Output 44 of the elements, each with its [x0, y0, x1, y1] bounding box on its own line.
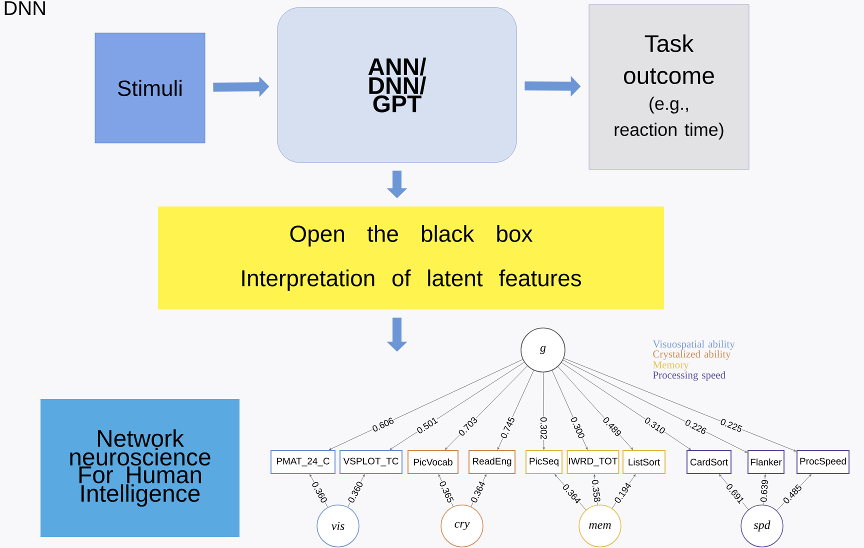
indicator-box: IWRD_TOT — [566, 450, 620, 474]
edge-label: 0.364 — [470, 480, 486, 504]
edge-label: 0.225 — [719, 418, 744, 434]
title-box: Network neuroscience For Human Intelligence — [40, 399, 240, 537]
arrow — [561, 362, 691, 450]
indicator-box: ReadEng — [468, 450, 516, 474]
edge-label: 0.300 — [570, 415, 586, 440]
edge-label: 0.358 — [591, 478, 602, 503]
arrow — [562, 360, 748, 453]
indicator-box: VSPLOT_TC — [340, 450, 402, 474]
legend-entry: Processing speed — [653, 371, 726, 381]
indicator-box: PMAT_24_C — [270, 450, 336, 474]
indicator-box: Flanker — [748, 450, 784, 474]
arrow — [776, 474, 812, 511]
indicator-box: PicVocab — [408, 450, 458, 474]
model-box: ANN/ DNN/ GPT — [277, 7, 517, 163]
arrow — [719, 474, 749, 510]
arrow — [558, 366, 633, 450]
arrow — [554, 474, 586, 510]
arrow — [564, 358, 796, 452]
legend-entry: Memory — [653, 361, 689, 371]
indicator-box: CardSort — [686, 450, 732, 474]
edge-label: 0.360 — [346, 480, 364, 504]
indicator-box: ProcSpeed — [796, 450, 850, 474]
highlight-box: Open the black box Interpretation of latent features — [158, 206, 664, 310]
edge-label: 0.226 — [684, 418, 708, 436]
indicator-box: ListSort — [622, 450, 666, 474]
arrow — [445, 366, 528, 450]
arrow — [612, 474, 636, 509]
edge-label: 0.365 — [438, 480, 455, 504]
arrow — [390, 362, 524, 450]
indicator-box: PicSeq — [526, 450, 562, 474]
edge-label: 0.360 — [310, 480, 328, 504]
legend-entry: Visuospatial ability — [652, 340, 735, 350]
arrow — [763, 474, 766, 505]
edge-label: 0.639 — [760, 478, 769, 503]
legend-entry: Crystalized ability — [653, 350, 731, 360]
outcome-box: Task outcome (e.g., reaction time) — [588, 4, 750, 170]
process-box: Stimuli — [94, 32, 206, 144]
arrow — [329, 359, 523, 450]
arrow — [542, 372, 545, 450]
edge-label: 0.606 — [370, 416, 396, 433]
title: DNN — [4, 1, 45, 15]
edge-label: 0.745 — [499, 415, 516, 440]
